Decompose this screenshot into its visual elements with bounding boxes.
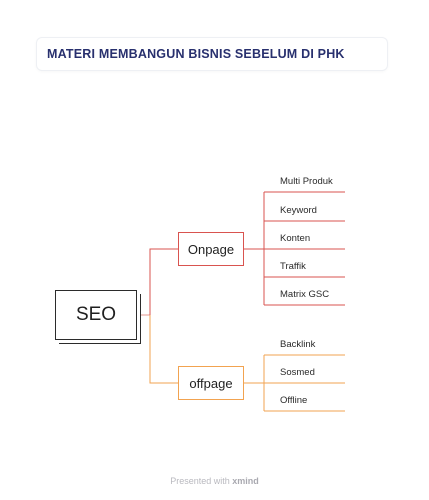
- leaf-sosmed[interactable]: Sosmed: [280, 367, 315, 378]
- xmind-logo: xmind: [232, 476, 259, 486]
- leaf-multi-produk[interactable]: Multi Produk: [280, 176, 333, 187]
- page-title: MATERI MEMBANGUN BISNIS SEBELUM DI PHK: [47, 47, 345, 61]
- root-to-offpage-line: [149, 315, 178, 384]
- branch-node-offpage[interactable]: offpage: [178, 366, 244, 400]
- leaf-matrix-gsc[interactable]: Matrix GSC: [280, 289, 330, 300]
- footer-credit: Presented with xmind: [0, 476, 429, 486]
- root-node-seo[interactable]: SEO: [55, 290, 137, 340]
- leaf-konten[interactable]: Konten: [280, 233, 311, 244]
- title-banner: MATERI MEMBANGUN BISNIS SEBELUM DI PHK: [36, 37, 388, 71]
- branch-node-onpage[interactable]: Onpage: [178, 232, 244, 266]
- root-to-onpage-line: [149, 248, 178, 315]
- leaf-offline[interactable]: Offline: [280, 395, 308, 406]
- onpage-connectors: [244, 191, 345, 306]
- leaf-keyword[interactable]: Keyword: [280, 205, 317, 216]
- leaf-backlink[interactable]: Backlink: [280, 339, 316, 350]
- leaf-traffik[interactable]: Traffik: [280, 261, 306, 272]
- footer-prefix: Presented with: [170, 476, 230, 486]
- offpage-connectors: [244, 354, 345, 412]
